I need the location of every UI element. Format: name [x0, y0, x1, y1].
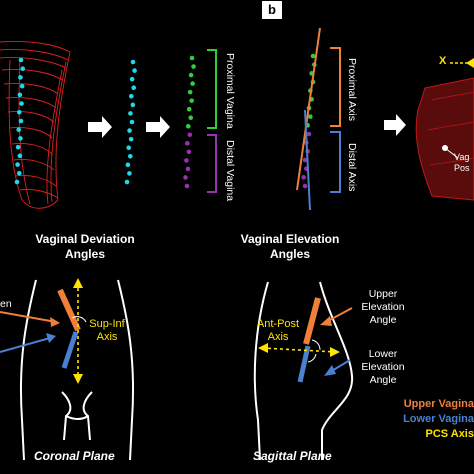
proximal-axis-bracket [330, 47, 341, 127]
legend-pcs-axis: PCS Axis [425, 428, 474, 440]
centroid-dot [184, 158, 189, 163]
sagittal-upper-vagina-line [303, 297, 321, 345]
centroid-dot [191, 64, 196, 69]
centroid-dots-mesh [14, 57, 26, 185]
centroid-dot [128, 136, 134, 142]
vaginal-posterior-label: Vag Pos [454, 152, 470, 173]
centroid-dot [189, 55, 195, 61]
centroid-dot [18, 75, 23, 80]
centroid-dot [132, 68, 137, 73]
centroid-dot [18, 57, 24, 63]
centroid-dot [184, 183, 190, 189]
centroid-dot [125, 162, 131, 168]
centroid-dots-split [183, 55, 196, 189]
vaginal-mesh-right [415, 58, 474, 201]
centroid-dot [183, 175, 188, 180]
distal-vagina-label: Distal Vagina [224, 140, 236, 202]
centroid-dot [185, 141, 190, 146]
centroid-dot [16, 109, 22, 115]
distal-axis-line [304, 109, 311, 211]
lower-elevation-angle-label: Lower Elevation Angle [361, 348, 405, 386]
centroid-dot [130, 102, 136, 108]
centroid-dot [128, 111, 133, 116]
distal-axis-label: Distal Axis [346, 143, 358, 192]
sagittal-axis-label: Ant-Post Axis [256, 318, 300, 343]
centroid-dot [308, 114, 313, 119]
elevation-title: Vaginal Elevation Angles [240, 232, 340, 261]
centroid-dot [127, 128, 132, 133]
centroid-dot [306, 131, 312, 137]
centroid-dot [15, 162, 20, 167]
centroid-dot [128, 93, 134, 99]
coronal-upper-vagina-line [57, 288, 81, 332]
centroid-dot [185, 123, 191, 129]
centroid-dot [310, 53, 316, 59]
centroid-dot [17, 153, 23, 159]
coronal-edge-label: en [0, 298, 12, 310]
coronal-body-outline [19, 279, 135, 461]
sagittal-body-outline [253, 281, 354, 461]
panel-label: b [262, 1, 282, 19]
centroid-dot [14, 179, 20, 185]
centroid-dot [190, 81, 195, 86]
coronal-axis-label: Sup-Inf Axis [89, 318, 125, 343]
x-axis-label: X [439, 55, 447, 67]
centroid-dot [17, 92, 23, 98]
sagittal-lower-vagina-line [297, 345, 311, 383]
coronal-lower-vagina-line [61, 331, 79, 369]
process-arrows [88, 114, 406, 138]
coronal-pointer-lower [0, 337, 51, 353]
centroid-dot [19, 101, 24, 106]
coronal-plane-label: Coronal Plane [34, 449, 115, 463]
centroid-dot [187, 132, 193, 138]
centroid-dot [301, 175, 306, 180]
centroid-dot [129, 119, 135, 125]
proximal-vagina-label: Proximal Vagina [224, 53, 236, 129]
centroid-dot [185, 166, 191, 172]
coronal-pointer-upper [0, 311, 57, 323]
centroid-dot [16, 170, 22, 176]
centroid-dot [187, 89, 193, 95]
centroid-dot [18, 118, 24, 124]
centroid-dot [126, 145, 132, 151]
centroid-dot [189, 98, 194, 103]
legend-upper-vagina: Upper Vagina [403, 398, 474, 410]
centroid-dot [16, 127, 22, 133]
upper-elevation-angle-label: Upper Elevation Angle [361, 288, 405, 326]
centroid-dot [18, 136, 23, 141]
distal-vagina-bracket [207, 134, 217, 193]
centroid-dot [131, 85, 137, 91]
centroid-dot [127, 153, 133, 159]
distal-axis-bracket [330, 131, 341, 193]
proximal-axis-line [296, 27, 321, 191]
proximal-axis-label: Proximal Axis [346, 58, 358, 122]
centroid-dot [188, 115, 194, 121]
centroid-dot [15, 144, 21, 150]
centroid-dots-cyan [124, 59, 137, 185]
proximal-vagina-bracket [207, 49, 217, 129]
centroid-dot [19, 83, 25, 89]
legend-lower-vagina: Lower Vagina [403, 413, 474, 425]
centroid-dot [302, 157, 308, 163]
centroid-dot [127, 171, 132, 176]
deviation-title: Vaginal Deviation Angles [35, 232, 135, 261]
centroid-dot [129, 76, 135, 82]
sagittal-pcs-axis [261, 347, 337, 353]
centroid-dot [130, 59, 136, 65]
sagittal-plane-label: Sagittal Plane [253, 449, 332, 463]
vaginal-mesh-left [0, 41, 71, 209]
centroid-dot [20, 66, 26, 72]
centroid-dot [188, 72, 194, 78]
centroid-dot [186, 106, 192, 112]
centroid-dot [186, 149, 192, 155]
centroid-dot [124, 179, 130, 185]
centroid-dot [302, 183, 308, 189]
